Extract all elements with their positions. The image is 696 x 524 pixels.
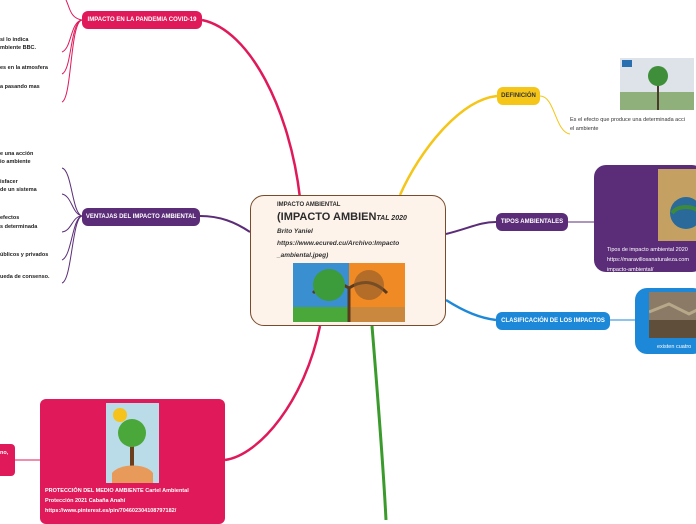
clasificacion-image	[649, 292, 696, 338]
definicion-image	[620, 58, 694, 110]
ventajas-leaf-5[interactable]: efectos	[0, 215, 20, 221]
tipos-text: Tipos de impacto ambiental 2020 https://…	[607, 245, 689, 275]
proteccion-text-2: Protección 2021 Cabaña Anahí	[45, 498, 126, 504]
ventajas-leaf-6[interactable]: s determinada	[0, 224, 38, 230]
central-title-line1: IMPACTO AMBIENTAL	[277, 202, 341, 208]
central-url-2: _ambiental.jpeg)	[277, 252, 329, 259]
link-ventajas-leaf2	[61, 193, 83, 217]
left-stub-text: no,	[0, 450, 9, 456]
branch-tipos[interactable]: TIPOS AMBIENTALES	[496, 213, 568, 231]
central-image	[293, 263, 405, 322]
pandemia-leaf-1[interactable]: si lo indica	[0, 37, 29, 43]
clasificacion-card[interactable]: existen cuatro	[635, 288, 696, 354]
link-pandemia	[201, 18, 302, 199]
link-pandemia-leaf3	[61, 19, 83, 103]
pandemia-leaf-4[interactable]: a pasando mas	[0, 84, 40, 90]
clasificacion-text: existen cuatro	[657, 344, 692, 350]
pandemia-leaf-2[interactable]: mbiente BBC.	[0, 45, 37, 51]
link-ventajas-leaf5	[61, 215, 83, 284]
proteccion-card[interactable]: PROTECCIÓN DEL MEDIO AMBIENTE Cartel Amb…	[40, 399, 225, 524]
branch-ventajas[interactable]: VENTAJAS DEL IMPACTO AMBIENTAL	[82, 208, 200, 226]
link-pandemia-leaf1	[61, 19, 83, 53]
link-tipos	[445, 221, 497, 235]
pandemia-leaf-3[interactable]: es en la atmosfera	[0, 65, 48, 71]
proteccion-image	[106, 403, 159, 483]
proteccion-text: PROTECCIÓN DEL MEDIO AMBIENTE Cartel Amb…	[45, 486, 189, 516]
definicion-text-2[interactable]: el ambiente	[570, 126, 599, 132]
proteccion-text-1: PROTECCIÓN DEL MEDIO AMBIENTE Cartel Amb…	[45, 488, 189, 494]
link-ventajas-leaf4	[61, 215, 83, 261]
ventajas-leaf-8[interactable]: ueda de consenso.	[0, 274, 50, 280]
ventajas-leaf-7[interactable]: úblicos y privados	[0, 252, 49, 258]
tipos-text-1: Tipos de impacto ambiental 2020	[607, 247, 688, 253]
tipos-image	[658, 169, 696, 241]
link-pandemia-top	[65, 0, 83, 21]
central-source: Brito Yaniel https://www.ecured.cu/Archi…	[277, 226, 399, 262]
central-url-1: https://www.ecured.cu/Archivo:Impacto	[277, 240, 400, 247]
central-author: Brito Yaniel	[277, 228, 313, 235]
link-green	[370, 325, 388, 520]
branch-pandemia[interactable]: IMPACTO EN LA PANDEMIA COVID-19	[82, 11, 202, 29]
link-ventajas	[199, 215, 251, 233]
ventajas-leaf-1[interactable]: e una acción	[0, 151, 34, 157]
link-clasificacion	[445, 298, 497, 322]
link-definicion	[398, 94, 498, 196]
link-definicion-leaf	[539, 95, 571, 135]
branch-definicion[interactable]: DEFINICIÓN	[497, 87, 540, 105]
ventajas-leaf-2[interactable]: io ambiente	[0, 159, 31, 165]
central-topic[interactable]: IMPACTO AMBIENTAL (IMPACTO AMBIENTAL 202…	[250, 195, 446, 326]
left-stub-card[interactable]: no,	[0, 444, 15, 476]
branch-clasificacion[interactable]: CLASIFICACIÓN DE LOS IMPACTOS	[496, 312, 610, 330]
tipos-card[interactable]: Tipos de impacto ambiental 2020 https://…	[594, 165, 696, 275]
link-ventajas-leaf1	[61, 167, 83, 217]
tipos-text-3: impacto-ambiental/	[607, 267, 654, 273]
ventajas-leaf-3[interactable]: isfacer	[0, 179, 18, 185]
link-pandemia-leaf2	[61, 19, 83, 75]
tipos-text-2: https://maravillosanaturaleza.com	[607, 257, 689, 263]
definicion-text-1[interactable]: Es el efecto que produce una determinada…	[570, 117, 685, 123]
proteccion-text-3: https://www.pinterest.es/pin/70460230410…	[45, 508, 177, 514]
link-proteccion	[224, 325, 322, 462]
central-title-line2: (IMPACTO AMBIENTAL 2020	[277, 211, 407, 223]
ventajas-leaf-4[interactable]: de un sistema	[0, 187, 37, 193]
link-ventajas-leaf3	[61, 215, 83, 233]
